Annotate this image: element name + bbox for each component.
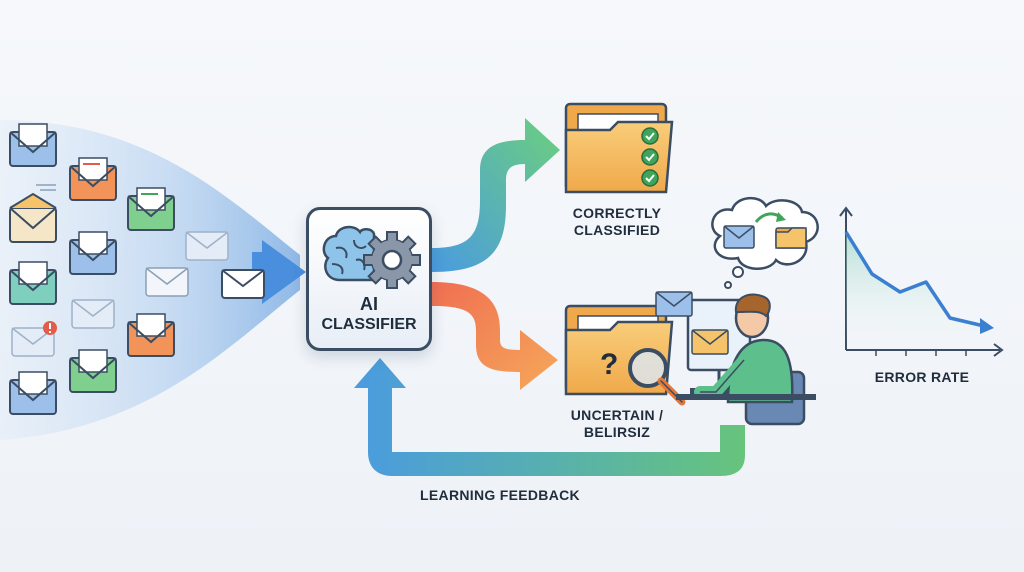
chart-area	[846, 232, 990, 350]
correct-path-arrow	[432, 118, 560, 272]
email-icon	[71, 299, 115, 329]
email-icon	[723, 225, 755, 249]
correct-label-line2: CLASSIFIED	[573, 222, 661, 238]
email-icon	[145, 267, 189, 297]
email-icon	[69, 349, 117, 393]
email-icon	[221, 269, 265, 299]
email-icon	[127, 187, 175, 231]
alert-badge-icon	[43, 321, 57, 335]
email-icon	[691, 329, 729, 355]
error-rate-chart	[839, 206, 1004, 357]
email-icon	[9, 371, 57, 415]
email-icon	[69, 157, 117, 201]
correct-folder-icon	[564, 102, 674, 194]
feedback-label: LEARNING FEEDBACK	[420, 487, 580, 503]
uncertain-label-line2: BELIRSIZ	[583, 424, 651, 440]
email-icon	[655, 291, 693, 317]
svg-text:?: ?	[600, 348, 618, 381]
email-icon	[185, 231, 229, 261]
email-icon	[9, 123, 57, 167]
email-icon	[11, 327, 55, 357]
email-icon	[9, 192, 57, 243]
email-icon	[9, 261, 57, 305]
check-icon	[641, 148, 659, 166]
input-arrow	[252, 240, 306, 304]
human-reviewer	[655, 291, 816, 426]
correct-label-line1: CORRECTLY	[572, 205, 662, 221]
error-rate-line	[844, 231, 985, 328]
uncertain-path-arrow	[432, 282, 558, 390]
classifier-title: AI	[360, 294, 378, 314]
folder-icon	[775, 227, 807, 249]
thought-cloud	[711, 197, 819, 289]
error-rate-label: ERROR RATE	[874, 369, 970, 385]
ai-classifier-node: AI CLASSIFIER	[306, 207, 432, 351]
email-icon	[69, 231, 117, 275]
feedback-loop-arrow	[354, 358, 745, 476]
email-icon	[127, 313, 175, 357]
check-icon	[641, 169, 659, 187]
brain-gear-icon	[322, 225, 421, 289]
classifier-subtitle: CLASSIFIER	[321, 316, 417, 333]
email-stack	[9, 123, 265, 415]
uncertain-label-line1: UNCERTAIN /	[570, 407, 664, 423]
check-icon	[641, 127, 659, 145]
